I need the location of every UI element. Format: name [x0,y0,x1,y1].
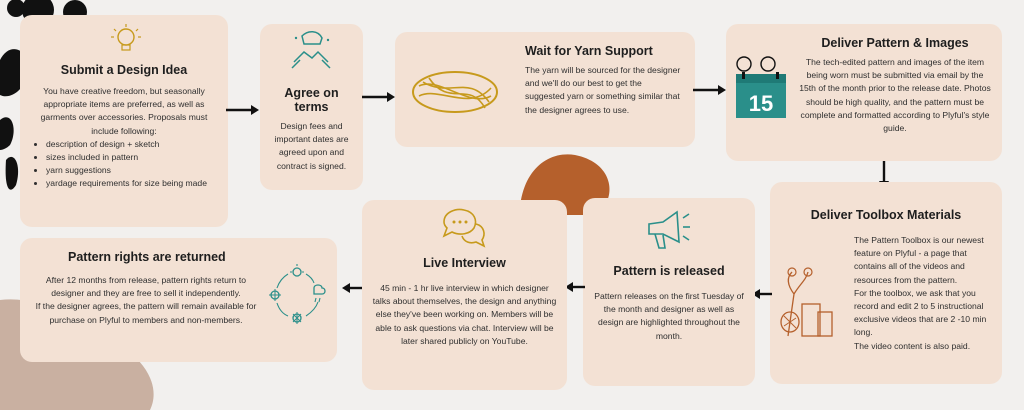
step-submit-design-card: Submit a Design Idea You have creative f… [20,15,228,227]
lightbulb-icon [111,24,141,51]
yarn-skein-icon [412,71,498,113]
step-title: Submit a Design Idea [60,63,188,77]
step-yarn-support-card: Wait for Yarn Support The yarn will be s… [395,32,695,147]
step-title: Live Interview [423,256,506,270]
step-live-interview-card: Live Interview 45 min - 1 hr live interv… [362,200,567,390]
step-description: The yarn will be sourced for the designe… [525,65,681,115]
step-title: Pattern is released [613,264,725,278]
step-description: Design fees and important dates are agre… [274,121,349,171]
black-splash-shape [5,156,19,190]
flow-arrow-left [342,283,362,293]
step-description: Pattern releases on the first Tuesday of… [594,291,744,341]
black-splash-shape [0,117,14,150]
megaphone-icon [648,210,690,249]
calendar-icon: 15 [736,56,786,118]
step-description: 45 min - 1 hr live interview in which de… [372,283,557,346]
step-pattern-released-card: Pattern is released Pattern releases on … [583,198,755,386]
flow-arrow-left [752,289,772,299]
hands-pledge-icon [291,31,331,69]
toolbox-craft-icon [780,267,833,337]
black-dot [7,0,25,17]
step-rights-returned-card: Pattern rights are returned After 12 mon… [20,238,337,362]
proposal-requirements-list: description of design + sketch sizes inc… [32,138,216,191]
list-item: description of design + sketch [46,138,216,151]
list-item: sizes included in pattern [46,151,216,164]
step-deliver-pattern-card: 15 Deliver Pattern & Images The tech-edi… [726,24,1002,161]
list-item: yardage requirements for size being made [46,177,216,190]
step-description: The Pattern Toolbox is our newest featur… [854,235,987,351]
flow-arrow-right [226,105,259,115]
step-title: Deliver Toolbox Materials [810,208,962,222]
flow-arrow-right [362,92,395,102]
flow-arrow-right [693,85,726,95]
chat-bubbles-icon [442,208,486,248]
step-title: Pattern rights are returned [68,250,226,264]
step-title: Wait for Yarn Support [525,44,653,58]
list-item: yarn suggestions [46,164,216,177]
step-title: terms [294,100,329,114]
calendar-number-text: 15 [749,91,773,116]
step-agree-terms-card: Agree on terms Design fees and important… [260,24,363,190]
step-toolbox-materials-card: Deliver Toolbox Materials The Pattern To… [770,182,1002,384]
step-description: You have creative freedom, but seasonall… [40,86,208,136]
step-title: Deliver Pattern & Images [821,36,969,50]
weather-cycle-icon [269,264,326,324]
flow-arrow-left [565,282,585,292]
step-description: After 12 months from release, pattern ri… [35,275,257,325]
step-title: Agree on [284,86,339,100]
step-description: The tech-edited pattern and images of th… [799,57,991,134]
